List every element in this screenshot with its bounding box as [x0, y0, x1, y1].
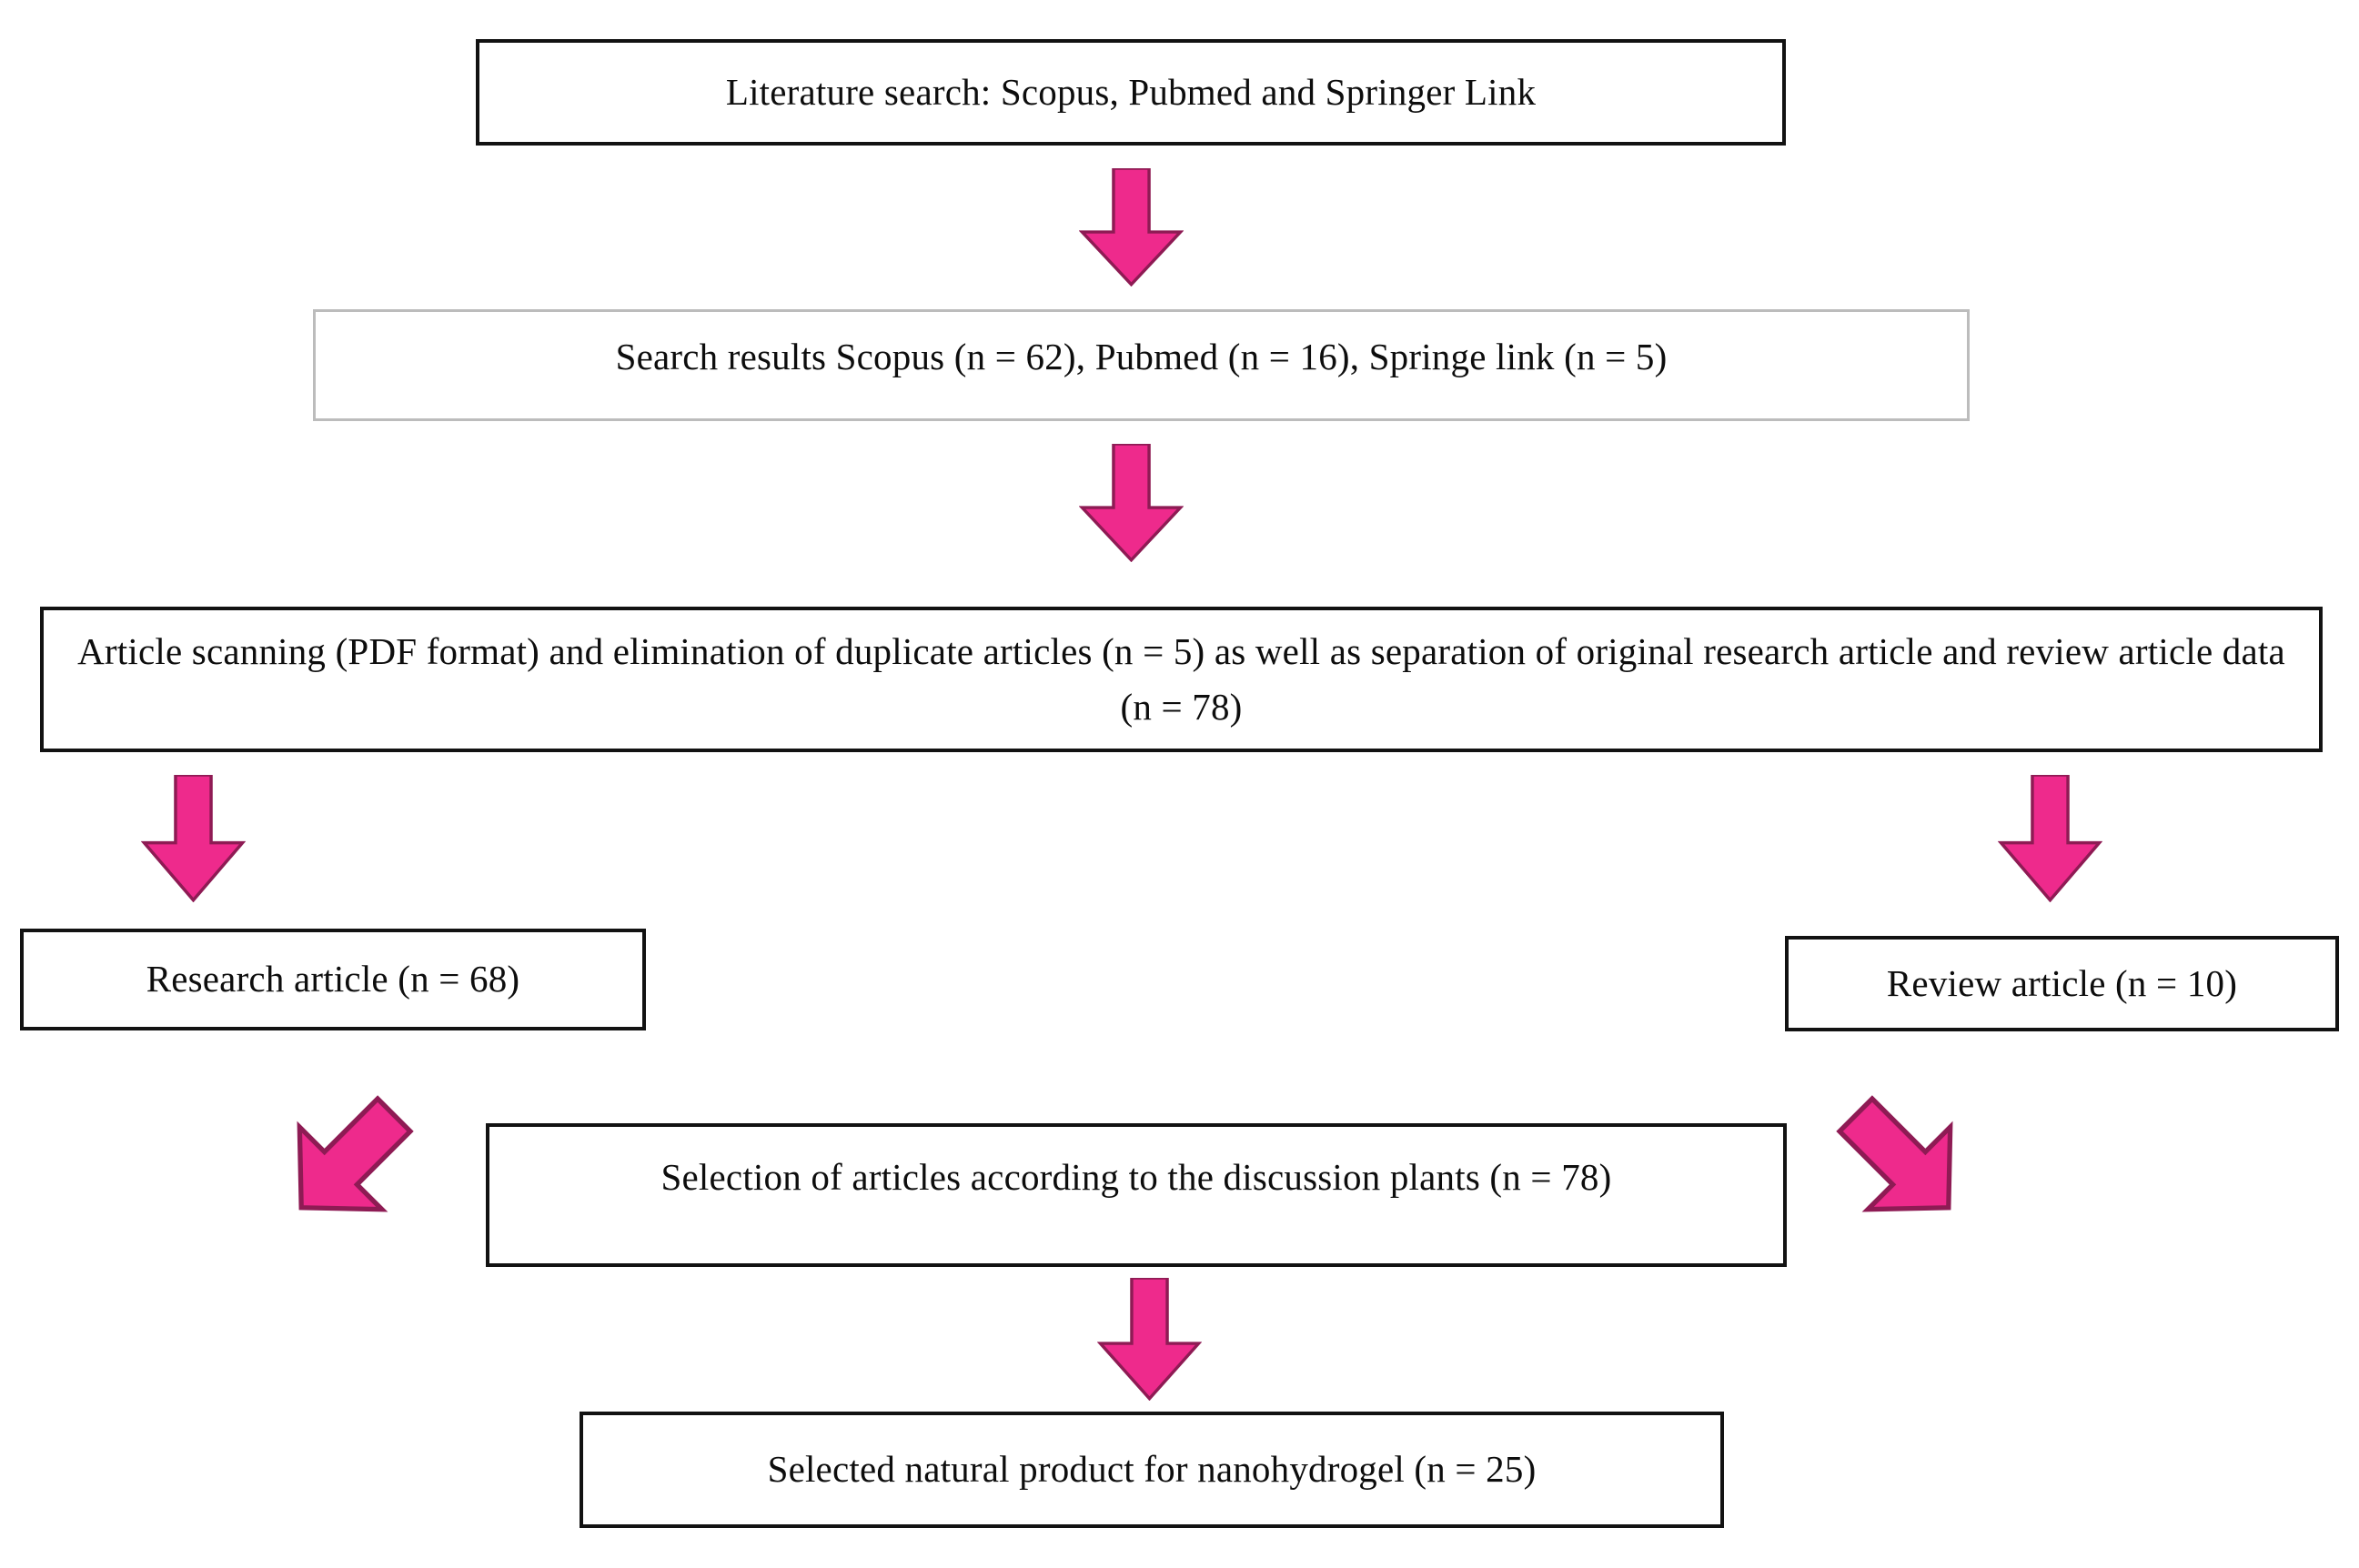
node-review-article-label: Review article (n = 10): [1886, 961, 2238, 1004]
node-research-article: Research article (n = 68): [20, 929, 646, 1030]
node-article-scanning: Article scanning (PDF format) and elimin…: [40, 607, 2323, 752]
arrow-down-right-icon: [273, 1087, 426, 1232]
node-selected-product: Selected natural product for nanohydroge…: [580, 1412, 1724, 1528]
arrow-down-icon: [1998, 775, 2102, 902]
node-selection-articles-label: Selection of articles according to the d…: [660, 1156, 1612, 1198]
node-selection-articles: Selection of articles according to the d…: [486, 1123, 1787, 1267]
node-review-article: Review article (n = 10): [1785, 936, 2339, 1031]
node-search-results-label: Search results Scopus (n = 62), Pubmed (…: [615, 336, 1668, 377]
arrow-down-icon: [1079, 168, 1184, 286]
arrow-down-icon: [1097, 1278, 1202, 1401]
node-article-scanning-label: Article scanning (PDF format) and elimin…: [77, 629, 2285, 729]
arrow-down-icon: [1079, 444, 1184, 562]
node-selected-product-label: Selected natural product for nanohydroge…: [767, 1448, 1537, 1491]
arrow-down-icon: [141, 775, 246, 902]
node-literature-search: Literature search: Scopus, Pubmed and Sp…: [476, 39, 1786, 146]
node-literature-search-label: Literature search: Scopus, Pubmed and Sp…: [725, 70, 1537, 113]
node-search-results: Search results Scopus (n = 62), Pubmed (…: [313, 309, 1970, 421]
arrow-down-left-icon: [1824, 1087, 1977, 1232]
node-research-article-label: Research article (n = 68): [146, 958, 520, 1000]
